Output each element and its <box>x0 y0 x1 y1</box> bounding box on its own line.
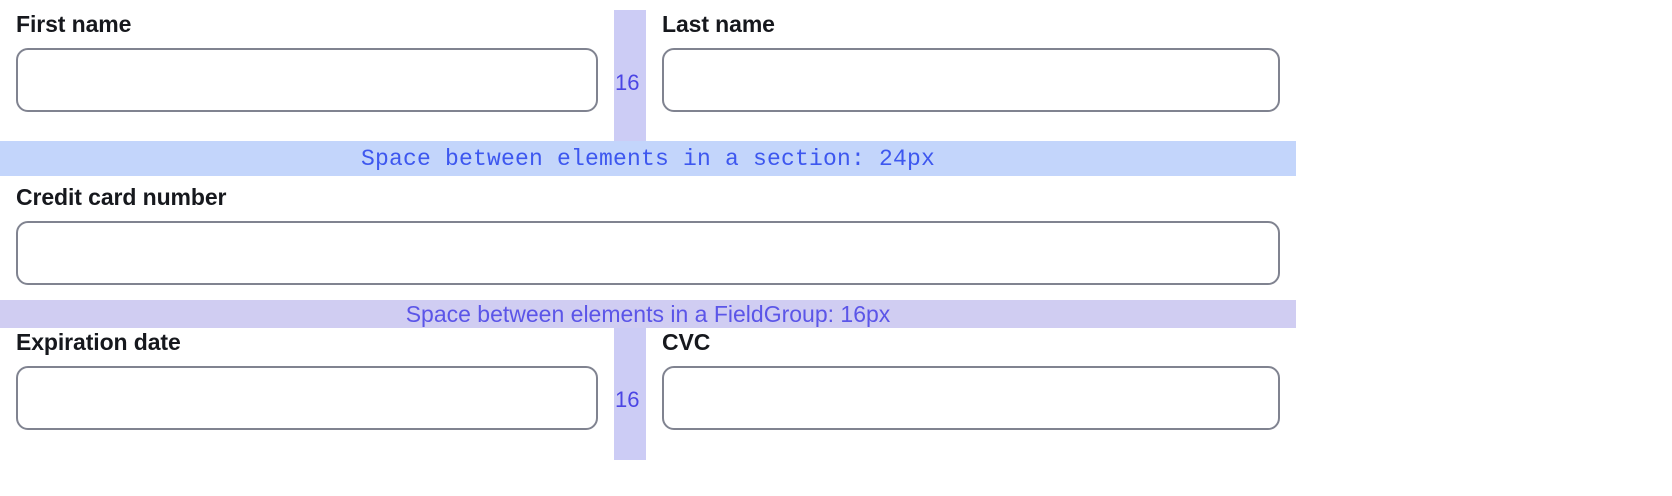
annotation-band-fieldgroup: Space between elements in a FieldGroup: … <box>0 300 1296 328</box>
annotation-band-section-label: Space between elements in a section: 24p… <box>360 145 936 172</box>
field-label-last-name: Last name <box>662 11 775 37</box>
field-row-credit-card: Credit card number <box>0 183 1296 298</box>
field-label-first-name: First name <box>16 11 132 37</box>
input-first-name[interactable] <box>16 48 598 112</box>
input-last-name[interactable] <box>662 48 1280 112</box>
field-cvc: CVC <box>646 328 1296 460</box>
field-row-expiry-cvc: Expiration date 16 CVC <box>0 328 1296 460</box>
field-last-name: Last name <box>646 10 1296 143</box>
field-label-cvc: CVC <box>662 329 711 355</box>
annotation-band-fieldgroup-label: Space between elements in a FieldGroup: … <box>405 301 891 327</box>
gap-strip-value-expiry-row: 16 <box>615 387 640 412</box>
gap-strip-expiry-row: 16 <box>614 328 646 460</box>
input-cvc[interactable] <box>662 366 1280 430</box>
gap-strip-name-row: 16 <box>614 10 646 143</box>
field-expiration-date: Expiration date <box>0 328 614 460</box>
gap-strip-value-name-row: 16 <box>615 70 640 95</box>
field-credit-card-number: Credit card number <box>0 183 1296 298</box>
field-first-name: First name <box>0 10 614 143</box>
input-expiration-date[interactable] <box>16 366 598 430</box>
form-area: First name 16 Last name Space between el… <box>0 10 1296 460</box>
field-label-credit-card-number: Credit card number <box>16 184 227 210</box>
input-credit-card-number[interactable] <box>16 221 1280 285</box>
field-row-name: First name 16 Last name <box>0 10 1296 143</box>
annotation-band-section: Space between elements in a section: 24p… <box>0 141 1296 176</box>
field-label-expiration-date: Expiration date <box>16 329 181 355</box>
